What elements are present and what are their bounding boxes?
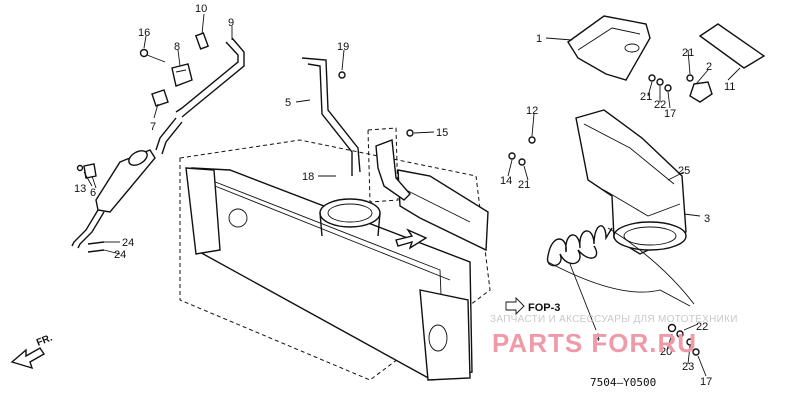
callout-21b: 21 [640,91,652,103]
callout-15: 15 [436,127,448,139]
callout-25: 25 [678,165,690,177]
diagram-code: 7504—Y0500 [590,376,656,389]
callout-20: 20 [660,346,672,358]
leader-lines [83,13,741,377]
callout-12: 12 [526,105,538,117]
callout-3: 3 [704,213,710,225]
callout-14: 14 [500,175,512,187]
spring-cable-assembly [546,225,700,356]
callout-17b: 17 [700,376,712,388]
watermark-caption: ЗАПЧАСТИ И АКСЕССУАРЫ ДЛЯ МОТОТЕХНИКИ [490,314,738,325]
rod-assembly [301,57,361,176]
housing-assembly [179,139,491,381]
callout-11: 11 [724,81,735,93]
figure-ref-label: FOP-3 [528,302,560,314]
callout-9: 9 [228,17,234,29]
deflector-assembly [567,15,766,103]
callout-17a: 17 [664,108,676,120]
bracket-assembly [367,127,414,203]
callout-16: 16 [138,27,150,39]
callout-13: 13 [74,183,86,195]
callout-23: 23 [682,361,694,373]
chute-assembly [508,109,687,255]
callout-21a: 21 [682,47,694,59]
callout-2: 2 [706,61,712,73]
callout-22a: 22 [654,99,666,111]
callout-1: 1 [536,33,542,45]
callout-10: 10 [195,3,207,15]
callout-6: 6 [90,187,96,199]
watermark-logo: PARTS FOR.RU [492,328,697,358]
front-marker: FR. [10,332,54,370]
callout-21c: 21 [518,179,530,191]
front-marker-label: FR. [35,332,54,348]
callout-labels: 1 2 3 4 5 6 7 8 9 10 11 12 13 14 15 16 1… [74,3,735,388]
muffler-assembly [71,32,245,253]
callout-19: 19 [337,41,349,53]
callout-22b: 22 [696,321,708,333]
watermark: ЗАПЧАСТИ И АКСЕССУАРЫ ДЛЯ МОТОТЕХНИКИ PA… [490,314,738,358]
callout-18: 18 [302,171,314,183]
callout-5: 5 [285,97,291,109]
figure-reference: FOP-3 [505,296,560,316]
callout-8: 8 [174,41,180,53]
callout-4: 4 [594,332,600,344]
callout-24a: 24 [122,237,134,249]
callout-7: 7 [150,121,156,133]
callout-24b: 24 [114,249,126,261]
